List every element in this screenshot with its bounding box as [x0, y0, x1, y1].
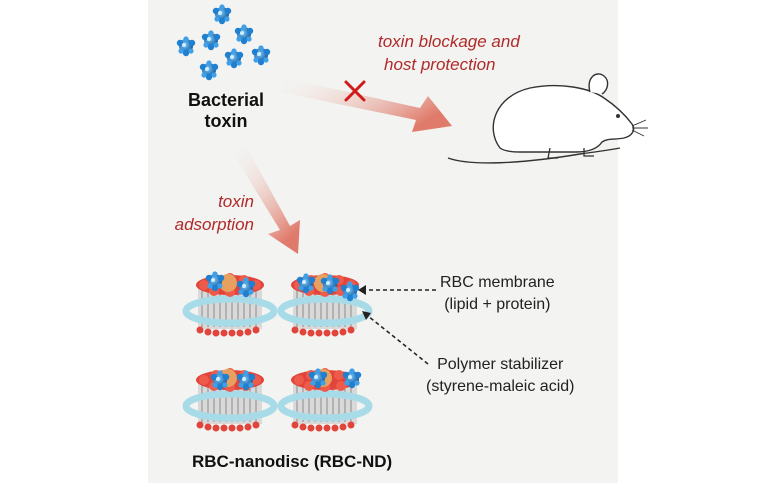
adsorption-line2: adsorption: [174, 215, 254, 234]
cross-mark-icon: [344, 80, 366, 102]
adsorption-label: toxin adsorption: [160, 190, 254, 236]
toxin-cluster-icon: [176, 4, 271, 81]
polymer-label: Polymer stabilizer (styrene-maleic acid): [426, 354, 574, 398]
bacterial-toxin-label: Bacterial toxin: [180, 90, 272, 132]
arrow-to-mouse: [280, 78, 452, 132]
toxin-icon: [224, 48, 244, 69]
polymer-pointer: [367, 315, 429, 365]
blockage-line1: toxin blockage and: [378, 32, 520, 51]
toxin-icon: [212, 4, 232, 25]
blockage-line2: host protection: [384, 55, 496, 74]
bacterial-toxin-line2: toxin: [204, 111, 248, 131]
rbc-membrane-label: RBC membrane (lipid + protein): [440, 272, 555, 316]
polymer-line2: (styrene-maleic acid): [426, 378, 575, 395]
toxin-icon: [199, 60, 219, 81]
bacterial-toxin-line1: Bacterial: [187, 90, 265, 110]
nanodisc-icon: [186, 368, 274, 432]
membrane-pointer-head: [358, 285, 366, 295]
nanodisc-icon: [281, 368, 369, 432]
toxin-icon: [234, 24, 254, 45]
arrow-to-nanodisc: [232, 146, 300, 254]
polymer-line1: Polymer stabilizer: [437, 356, 564, 373]
nanodisc-icon: [281, 273, 369, 337]
rbc-membrane-line1: RBC membrane: [440, 274, 555, 291]
toxin-icon: [201, 30, 221, 51]
blockage-label: toxin blockage and host protection: [378, 30, 520, 76]
toxin-icon: [251, 45, 271, 66]
mouse-icon: [447, 73, 649, 164]
nanodisc-caption: RBC-nanodisc (RBC-ND): [192, 452, 393, 471]
toxin-icon: [176, 36, 196, 57]
polymer-pointer-head: [362, 311, 371, 320]
nanodisc-icon: [186, 271, 274, 336]
rbc-membrane-line2: (lipid + protein): [444, 296, 551, 313]
adsorption-line1: toxin: [218, 192, 254, 211]
